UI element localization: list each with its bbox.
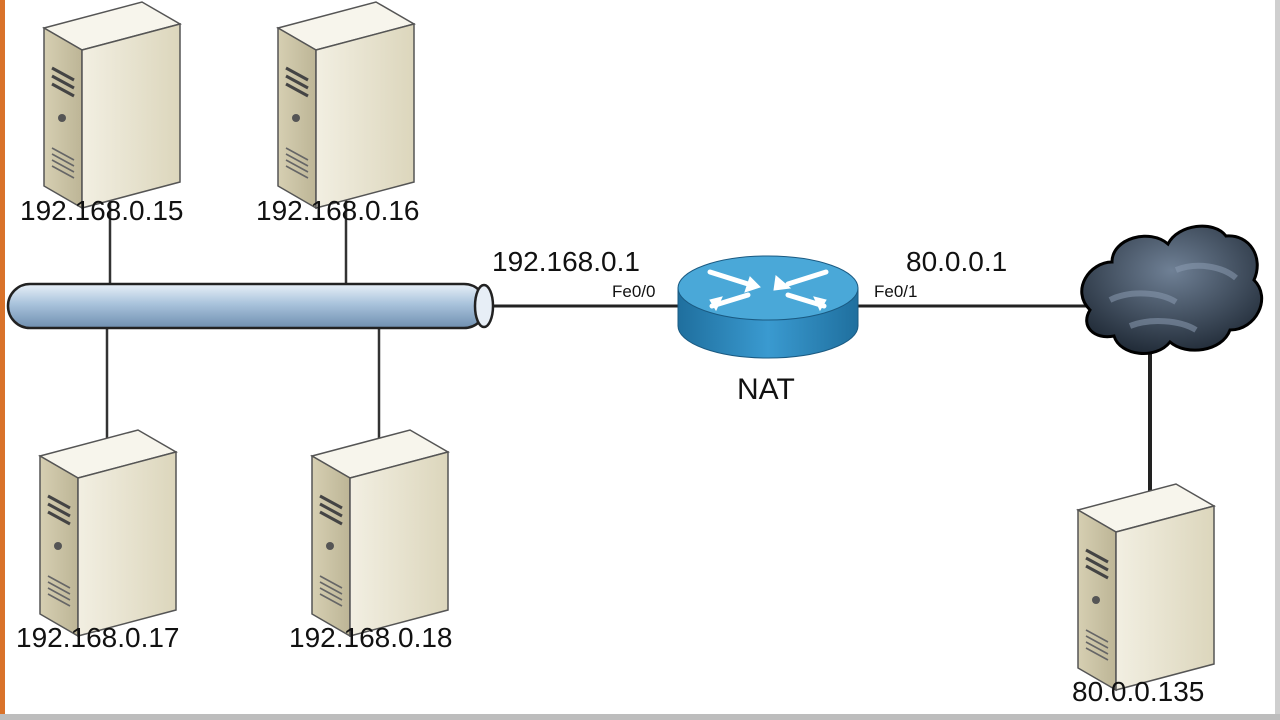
frame-left-edge <box>0 0 5 720</box>
server-2-ip-label: 192.168.0.16 <box>256 195 420 226</box>
router-outside-ip-label: 80.0.0.1 <box>906 246 1008 277</box>
server-1-ip-label: 192.168.0.15 <box>20 195 184 226</box>
frame-right-edge <box>1275 0 1280 720</box>
server-icon <box>42 0 182 210</box>
router-inside-port-label: Fe0/0 <box>612 282 656 301</box>
server-icon <box>38 428 178 638</box>
router-outside-port-label: Fe0/1 <box>874 282 918 301</box>
frame-bottom-edge <box>0 714 1280 720</box>
router-inside-ip-label: 192.168.0.1 <box>492 246 640 277</box>
server-icon <box>1076 482 1216 692</box>
server-3-ip-label: 192.168.0.17 <box>16 622 180 653</box>
router-icon <box>677 255 859 359</box>
bus-cable-icon <box>6 282 495 330</box>
server-icon <box>310 428 450 638</box>
cloud-icon <box>1080 224 1264 355</box>
server-4-ip-label: 192.168.0.18 <box>289 622 453 653</box>
server-icon <box>276 0 416 210</box>
router-name-label: NAT <box>737 373 795 406</box>
external-server-ip-label: 80.0.0.135 <box>1072 676 1205 707</box>
